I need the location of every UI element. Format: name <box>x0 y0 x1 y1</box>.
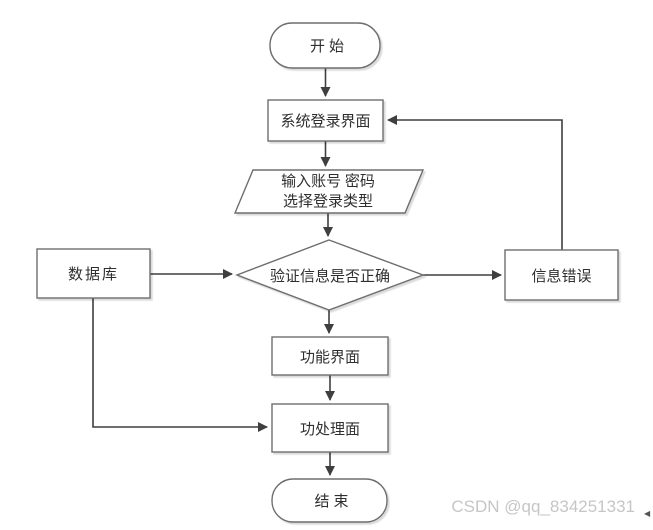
database-process-shape <box>36 248 151 299</box>
shapes <box>36 22 619 523</box>
function-process-shape <box>271 336 389 376</box>
edge-cursor-artifact: ◀ <box>644 509 651 518</box>
process-process-shape <box>271 403 389 453</box>
login-process-shape <box>267 99 384 142</box>
edge-error-to-login-feedback <box>387 115 563 250</box>
connectors <box>92 68 563 476</box>
start-terminator-shape <box>269 22 381 69</box>
end-terminator-shape <box>271 478 388 523</box>
decision-diamond-shape <box>235 239 426 311</box>
error-process-shape <box>504 249 619 301</box>
input-parallelogram-shape <box>233 169 425 214</box>
edge-database-to-process <box>92 298 268 432</box>
csdn-watermark: CSDN @qq_834251331 <box>451 497 635 516</box>
